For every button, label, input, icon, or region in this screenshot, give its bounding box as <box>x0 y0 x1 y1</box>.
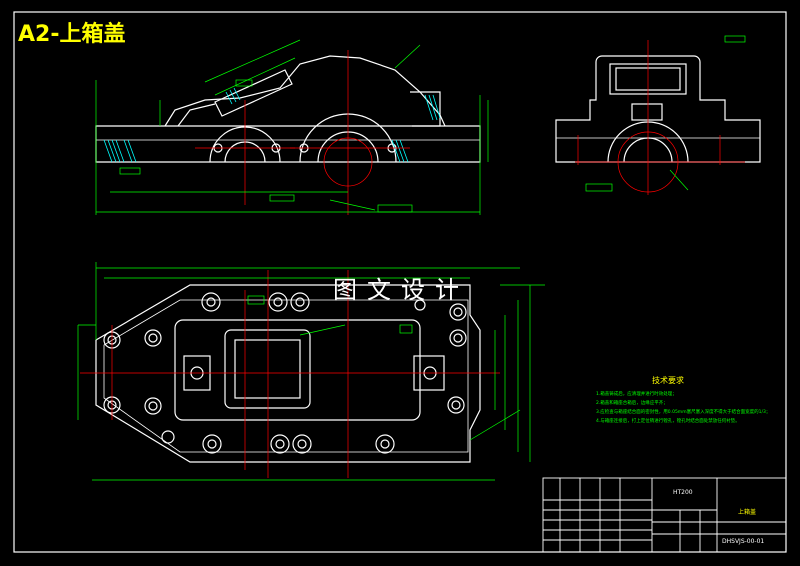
title-block-drawing-no: DHSVJS-00-01 <box>722 538 765 545</box>
title-block-part-name: 上箱盖 <box>738 509 757 516</box>
top-centerlines <box>80 270 500 478</box>
top-view <box>95 284 481 463</box>
title-block <box>542 477 787 553</box>
tech-note-4: 4.与箱座连接后，打上定位销进行镗孔，镗孔时结合面处禁放任何衬垫。 <box>596 419 740 424</box>
front-centerlines <box>195 50 410 215</box>
section-hatch <box>103 87 441 163</box>
watermark: 图文设计 <box>333 276 469 304</box>
top-dimensions <box>77 262 545 481</box>
tech-note-1: 1.箱盖铸成后，应清理并进行时效处理； <box>596 392 677 397</box>
tech-note-3: 3.应检查与箱座结合面的密封性，用0.05mm塞尺塞入深度不得大于结合面宽度的1… <box>596 410 771 415</box>
tech-notes-title: 技术要求 <box>652 376 684 385</box>
side-centerlines <box>575 40 745 195</box>
title-block-model: HT200 <box>673 489 693 496</box>
side-view <box>555 55 761 163</box>
sheet-border <box>13 11 787 553</box>
side-dimensions <box>585 35 746 192</box>
front-dimensions <box>95 39 489 215</box>
sheet-title: A2-上箱盖 <box>18 22 126 47</box>
top-view-bolts <box>103 292 467 454</box>
tech-note-2: 2.箱盖和箱座合箱后，边缘应平齐； <box>596 401 668 406</box>
front-view <box>95 55 481 163</box>
